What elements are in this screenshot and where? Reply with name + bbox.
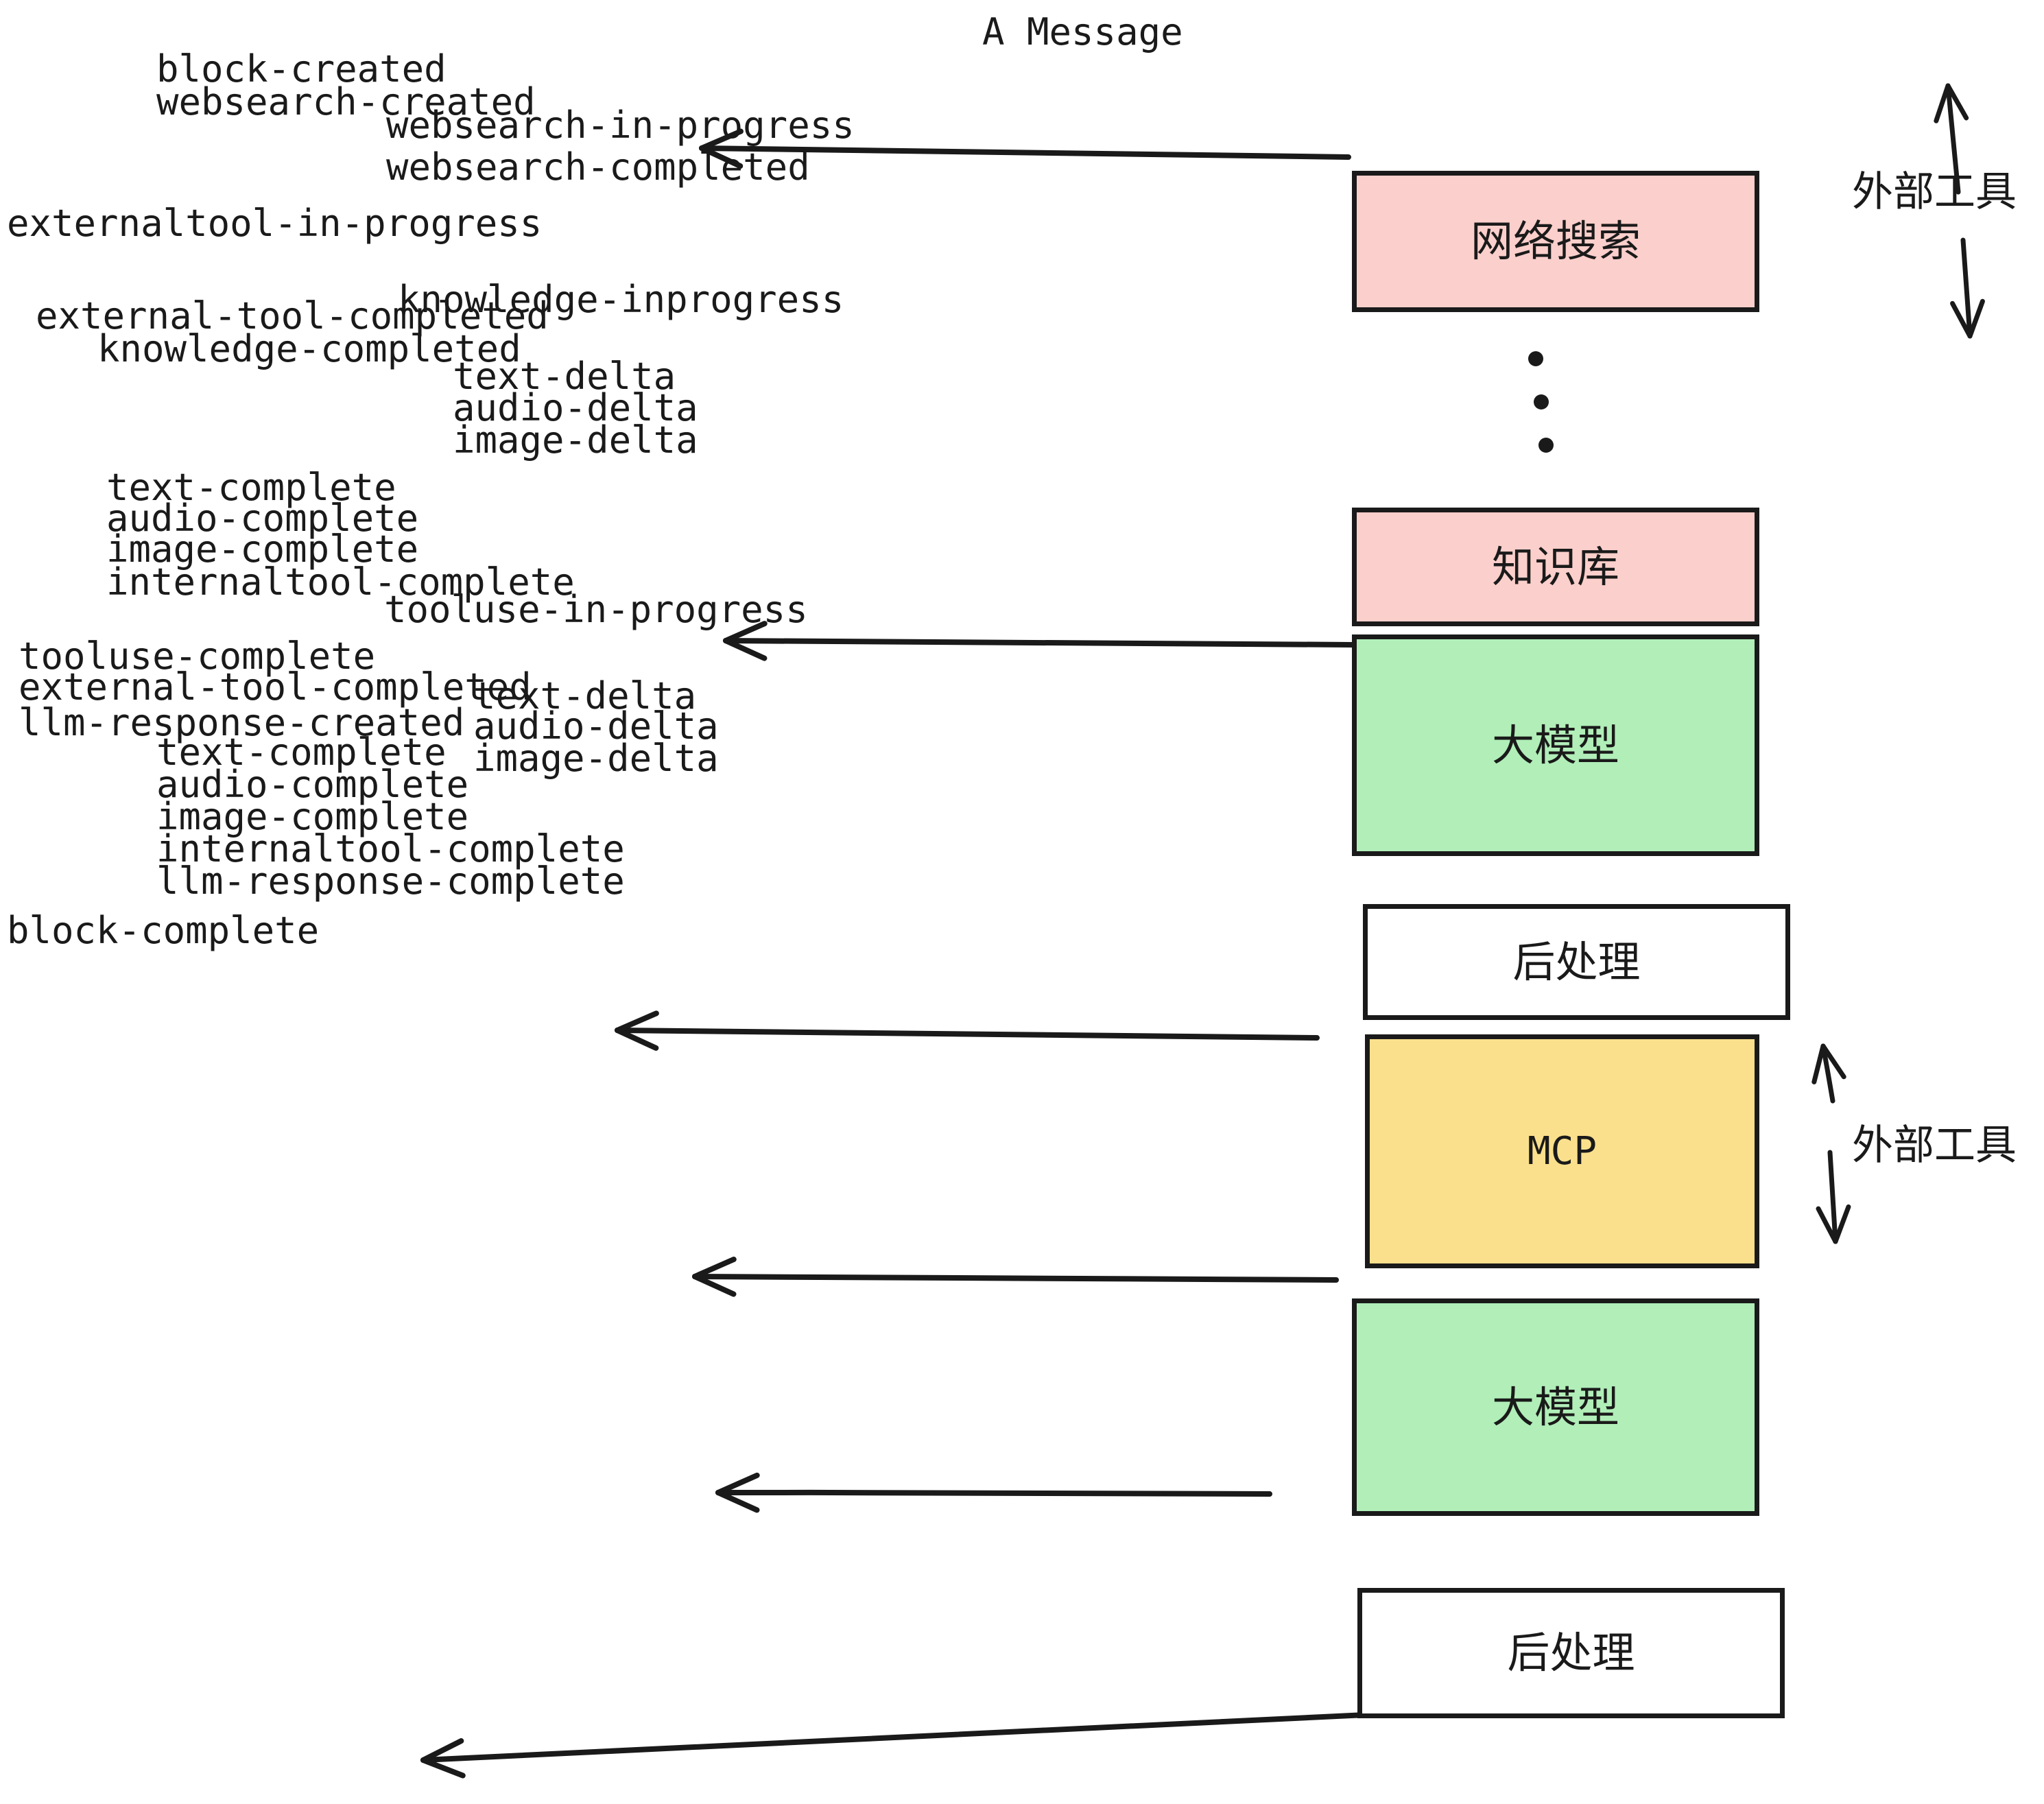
- arrow-block-complete: [420, 1711, 1397, 1779]
- node-label-websearch: 网络搜索: [1470, 216, 1641, 266]
- node-knowledge: 知识库: [1352, 508, 1759, 626]
- group-label-external-tools-bottom: 外部工具: [1852, 1121, 2017, 1170]
- node-postproc-2: 后处理: [1357, 1588, 1785, 1718]
- arrow-toolcomplete: [692, 1257, 1339, 1297]
- event-label-text-delta-1: text-delta: [453, 355, 676, 398]
- event-label-audio-delta-2: audio-delta: [473, 704, 719, 748]
- event-label-text-delta-2: text-delta: [473, 674, 697, 717]
- ellipsis-dot: [1534, 394, 1549, 410]
- event-label-tooluse-in-progress: tooluse-in-progress: [384, 588, 808, 631]
- event-label-websearch-completed: websearch-completed: [386, 145, 810, 189]
- node-postproc-1: 后处理: [1363, 904, 1790, 1020]
- event-label-internaltool-complete-2: internaltool-complete: [156, 827, 625, 870]
- node-llm-1: 大模型: [1352, 634, 1759, 856]
- event-label-text-complete-2: text-complete: [156, 731, 447, 774]
- event-label-websearch-created: websearch-created: [156, 80, 536, 123]
- group-label-external-tools-top: 外部工具: [1852, 168, 2017, 216]
- event-label-block-created: block-created: [156, 47, 447, 91]
- event-label-audio-complete-2: audio-complete: [156, 763, 469, 806]
- event-label-internaltool-complete-1: internaltool-complete: [106, 560, 575, 604]
- event-label-image-complete-1: image-complete: [106, 527, 419, 571]
- event-label-llm-response-complete: llm-response-complete: [156, 859, 625, 903]
- event-label-image-complete-2: image-complete: [156, 795, 469, 838]
- down-arrow-bottom: [1816, 1150, 1851, 1244]
- node-label-postproc-2: 后处理: [1507, 1628, 1635, 1678]
- page-title: A Message: [982, 10, 1183, 54]
- arrow-knowledge-completed: [723, 621, 1355, 661]
- event-label-image-delta-2: image-delta: [473, 737, 719, 780]
- event-label-knowledge-completed: knowledge-completed: [97, 327, 521, 370]
- node-websearch: 网络搜索: [1352, 171, 1759, 312]
- event-label-llm-response-created: llm-response-created: [19, 701, 465, 744]
- node-label-knowledge: 知识库: [1491, 541, 1619, 592]
- event-label-websearch-in-progress: websearch-in-progress: [386, 104, 855, 147]
- event-label-tooluse-complete: tooluse-complete: [19, 634, 376, 678]
- up-arrow-bottom: [1811, 1043, 1846, 1104]
- ellipsis-dot: [1528, 351, 1543, 366]
- node-label-llm-1: 大模型: [1491, 720, 1619, 770]
- event-label-externaltool-in-progress: externaltool-in-progress: [7, 202, 543, 245]
- event-label-image-delta-1: image-delta: [453, 418, 698, 462]
- event-label-text-complete-1: text-complete: [106, 466, 396, 509]
- arrow-image-complete: [615, 1010, 1320, 1051]
- arrow-audio-complete: [715, 1472, 1272, 1513]
- event-label-audio-delta-1: audio-delta: [453, 386, 698, 429]
- node-label-mcp: MCP: [1527, 1128, 1597, 1174]
- event-label-audio-complete-1: audio-complete: [106, 497, 419, 540]
- node-mcp: MCP: [1365, 1034, 1759, 1268]
- event-label-external-tool-completed-1: external-tool-completed: [36, 294, 549, 337]
- down-arrow-top: [1950, 237, 1985, 339]
- event-label-knowledge-inprogress: knowledge-inprogress: [398, 278, 844, 321]
- ellipsis-dot: [1538, 438, 1554, 453]
- event-label-block-complete: block-complete: [7, 909, 320, 952]
- event-label-external-tool-completed-2: external-tool-completed: [19, 665, 532, 709]
- node-label-llm-2: 大模型: [1491, 1381, 1619, 1432]
- node-label-postproc-1: 后处理: [1512, 936, 1641, 987]
- node-llm-2: 大模型: [1352, 1298, 1759, 1516]
